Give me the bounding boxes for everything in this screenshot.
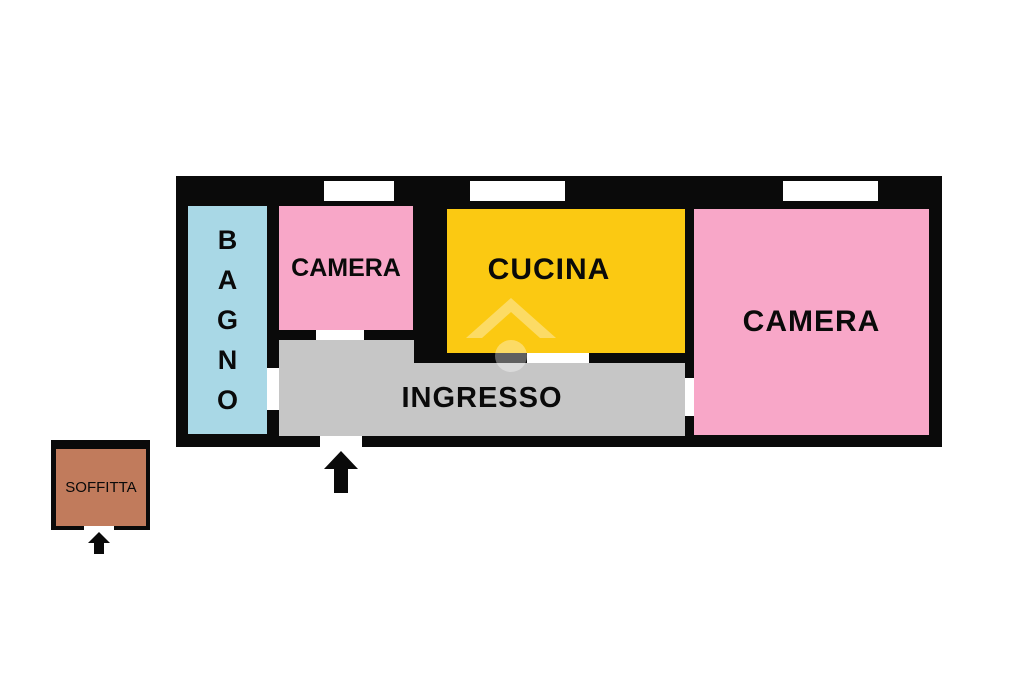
room-camera-small: CAMERA: [279, 206, 413, 330]
door-opening: [685, 378, 694, 416]
bagno-letter: N: [217, 345, 238, 375]
up-arrow-icon: [88, 532, 110, 554]
room-camera-small-label: CAMERA: [291, 253, 401, 282]
door-opening: [316, 330, 364, 340]
room-soffitta: SOFFITTA: [56, 449, 146, 526]
room-ingresso-label-wrap: INGRESSO: [279, 376, 685, 420]
room-ingresso: [279, 340, 414, 436]
room-bagno: B A G N O: [188, 206, 267, 434]
window: [470, 181, 565, 201]
window: [783, 181, 878, 201]
door-opening: [267, 368, 279, 410]
soffitta-opening: [84, 526, 114, 530]
room-cucina: CUCINA: [447, 209, 685, 353]
bagno-letter: B: [217, 225, 238, 255]
room-soffitta-label: SOFFITTA: [65, 479, 137, 496]
up-arrow-icon: [324, 451, 358, 493]
house-watermark-icon: [466, 298, 556, 372]
room-ingresso-label: INGRESSO: [401, 381, 563, 414]
window: [324, 181, 394, 201]
bagno-letter: A: [217, 265, 238, 295]
room-ingresso-main: [414, 363, 685, 436]
room-cucina-label: CUCINA: [487, 253, 611, 286]
entrance-opening: [320, 436, 362, 447]
room-bagno-label: B A G N O: [217, 220, 238, 420]
room-camera-large-label: CAMERA: [742, 305, 881, 338]
door-opening: [527, 353, 589, 363]
bagno-letter: G: [216, 305, 238, 335]
bagno-letter: O: [216, 385, 238, 415]
room-camera-large: CAMERA: [694, 209, 929, 435]
